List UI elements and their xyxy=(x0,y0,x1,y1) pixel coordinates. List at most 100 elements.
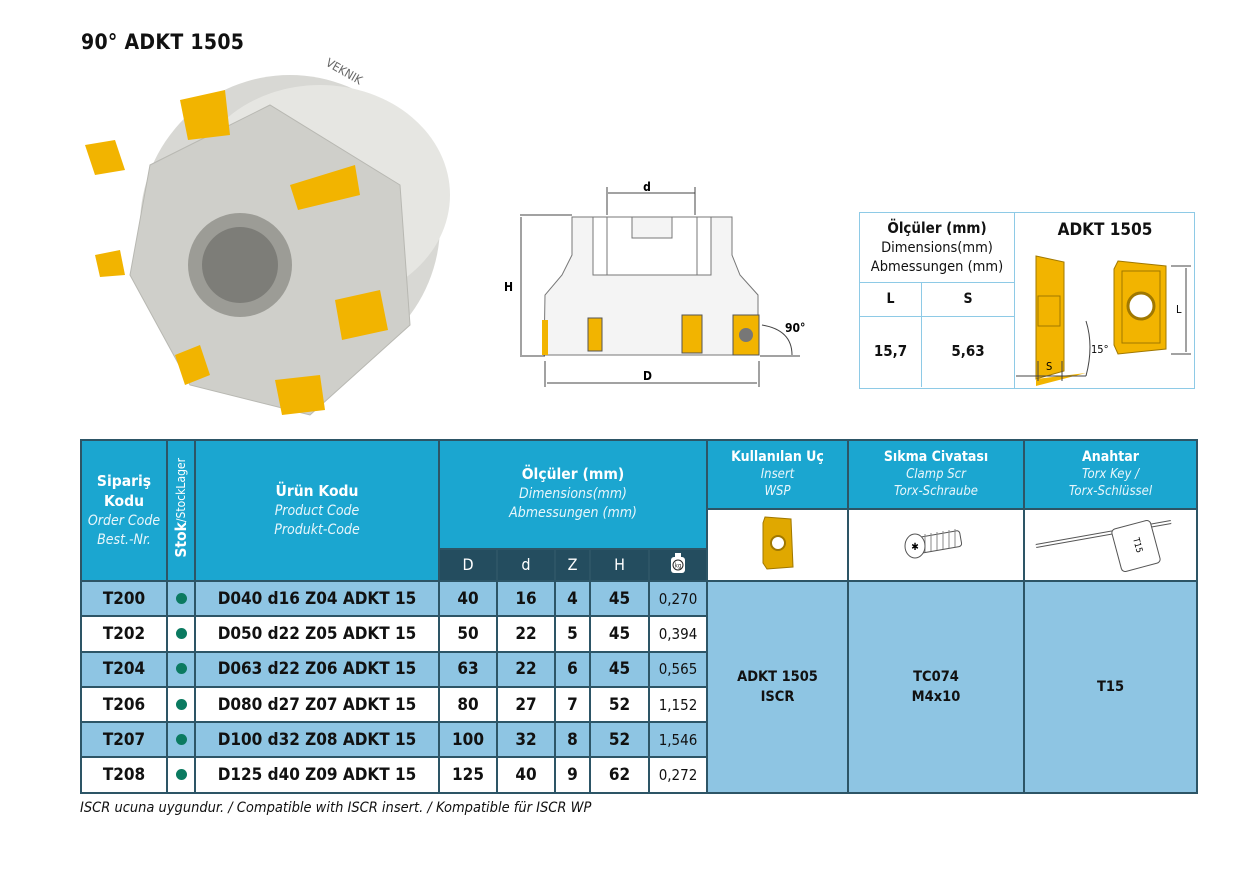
dim-D: 100 xyxy=(438,721,498,759)
order-code: T207 xyxy=(80,721,168,759)
product-code: D125 d40 Z09 ADKT 15 xyxy=(194,756,440,794)
dims-heading-de: Abmessungen (mm) xyxy=(870,259,1004,275)
dim-H: 52 xyxy=(589,721,650,759)
order-code: T208 xyxy=(80,756,168,794)
insert-L-label: L xyxy=(1176,303,1182,316)
order-code: T204 xyxy=(80,650,168,688)
weight-kg: 0,565 xyxy=(648,650,708,688)
face-mill-cutter-image: VEKNIK xyxy=(85,55,450,416)
dim-d: 27 xyxy=(496,685,556,724)
insert-drawing: S L 15° xyxy=(1016,255,1191,386)
insert-S-label: S xyxy=(1046,360,1052,373)
table-row: T200 D040 d16 Z04 ADKT 15 40 16 4 45 0,2… xyxy=(80,579,1198,794)
dim-H: 45 xyxy=(589,615,650,653)
dim-Z: 7 xyxy=(554,685,591,724)
table-row: T204 D063 d22 Z06 ADKT 15 63 22 6 45 0,5… xyxy=(80,650,1197,688)
product-code: D050 d22 Z05 ADKT 15 xyxy=(194,615,440,653)
torx-key-image: T15 xyxy=(1023,508,1198,582)
col-H: H xyxy=(589,547,650,583)
dim-d: 22 xyxy=(496,615,556,653)
table-row: T207 D100 d32 Z08 ADKT 15 100 32 8 52 1,… xyxy=(80,721,1197,759)
col-L: L xyxy=(860,283,922,316)
table-row: T206 D080 d27 Z07 ADKT 15 80 27 7 52 1,1… xyxy=(80,685,1197,724)
value-S: 5,63 xyxy=(951,342,985,360)
table-row: T208 D125 d40 Z09 ADKT 15 125 40 9 62 0,… xyxy=(80,756,1197,794)
clamp-screw-image: ✱ xyxy=(847,508,1025,582)
header-dimensions: Ölçüler (mm)Dimensions(mm)Abmessungen (m… xyxy=(438,439,708,549)
dim-D: 125 xyxy=(438,756,498,794)
weight-kg: 1,152 xyxy=(648,685,708,724)
weight-kg: 0,394 xyxy=(648,615,708,653)
order-code: T202 xyxy=(80,615,168,653)
svg-text:✱: ✱ xyxy=(911,542,919,553)
torx-key-label: T15 xyxy=(1129,536,1143,554)
product-code: D063 d22 Z06 ADKT 15 xyxy=(194,650,440,688)
dim-Z: 6 xyxy=(554,650,591,688)
diagram-d-label: d xyxy=(643,180,651,194)
dim-D: 63 xyxy=(438,650,498,688)
insert-angle-label: 15° xyxy=(1091,343,1109,356)
in-stock-dot xyxy=(175,627,187,639)
footnote: ISCR ucuna uygundur. / Compatible with I… xyxy=(80,800,592,816)
in-stock-dot xyxy=(175,592,187,604)
insert-dimensions-box: Ölçüler (mm) Dimensions(mm) Abmessungen … xyxy=(859,212,1195,389)
table-row: T202 D050 d22 Z05 ADKT 15 50 22 5 45 0,3… xyxy=(80,615,1197,653)
stock-indicator xyxy=(166,615,196,653)
stock-indicator xyxy=(166,756,196,794)
stock-indicator xyxy=(166,685,196,724)
in-stock-dot xyxy=(175,769,187,781)
in-stock-dot xyxy=(175,733,187,745)
col-d: d xyxy=(496,547,556,583)
product-code: D100 d32 Z08 ADKT 15 xyxy=(194,721,440,759)
dim-D: 40 xyxy=(438,579,498,618)
product-code: D080 d27 Z07 ADKT 15 xyxy=(194,685,440,724)
torx-key-code: T15 xyxy=(1023,580,1198,794)
dim-H: 62 xyxy=(589,756,650,794)
value-L: 15,7 xyxy=(860,317,922,387)
dim-H: 52 xyxy=(589,685,650,724)
diagram-H-label: H xyxy=(504,280,513,294)
weight-kg: 0,270 xyxy=(648,579,708,618)
col-D: D xyxy=(438,547,498,583)
header-stock: Stok/StockLager xyxy=(166,439,196,582)
in-stock-dot xyxy=(175,663,187,675)
page-title: 90° ADKT 1505 xyxy=(81,30,245,54)
dim-D: 80 xyxy=(438,685,498,724)
order-code: T206 xyxy=(80,685,168,724)
dim-H: 45 xyxy=(589,579,650,618)
dim-d: 16 xyxy=(496,579,556,618)
weight-kg: 0,272 xyxy=(648,756,708,794)
dim-d: 40 xyxy=(496,756,556,794)
insert-title: ADKT 1505 xyxy=(1057,220,1153,240)
svg-text:kg: kg xyxy=(675,562,682,569)
col-Z: Z xyxy=(554,547,591,583)
stock-indicator xyxy=(166,721,196,759)
dim-Z: 4 xyxy=(554,579,591,618)
dim-Z: 9 xyxy=(554,756,591,794)
dims-heading: Ölçüler (mm) xyxy=(887,219,987,237)
dim-Z: 8 xyxy=(554,721,591,759)
dim-d: 32 xyxy=(496,721,556,759)
order-code: T200 xyxy=(80,579,168,618)
weight-kg: 1,546 xyxy=(648,721,708,759)
insert-image xyxy=(706,508,849,582)
diagram-D-label: D xyxy=(643,369,652,383)
weight-icon: kg xyxy=(648,547,708,583)
col-S: S xyxy=(963,291,973,307)
dim-Z: 5 xyxy=(554,615,591,653)
dim-H: 45 xyxy=(589,650,650,688)
cutter-dimension-diagram: d H D 90° xyxy=(504,180,805,387)
in-stock-dot xyxy=(175,698,187,710)
product-code: D040 d16 Z04 ADKT 15 xyxy=(194,579,440,618)
dim-D: 50 xyxy=(438,615,498,653)
stock-indicator xyxy=(166,579,196,618)
dim-d: 22 xyxy=(496,650,556,688)
